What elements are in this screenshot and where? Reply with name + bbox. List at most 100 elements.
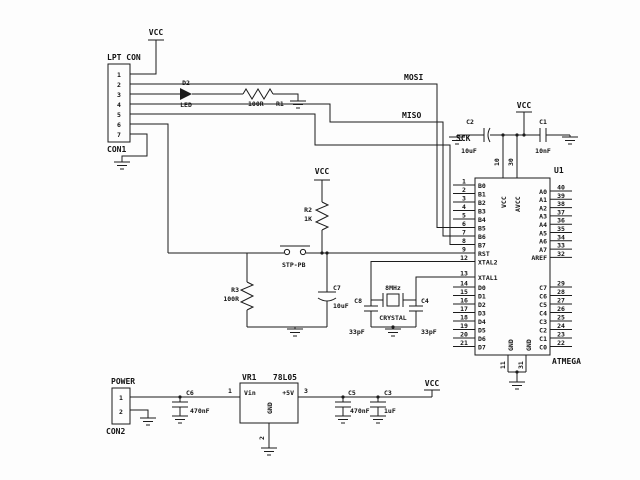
lpt-pin-number: 2 <box>117 81 121 89</box>
mcu-pin-label: A4 <box>539 221 547 229</box>
mcu-pin-label: A6 <box>539 238 547 246</box>
miso-net-label: MISO <box>402 111 421 120</box>
mcu-pin-number: 28 <box>557 288 565 296</box>
mcu-pin-label-avcc: AVCC <box>514 196 522 212</box>
mcu-pin-number: 12 <box>460 254 468 262</box>
mcu-pin-number: 22 <box>557 339 565 347</box>
mcu-pin-number: 27 <box>557 297 565 305</box>
vcc-label: VCC <box>315 167 330 176</box>
vcc-label: VCC <box>425 379 440 388</box>
mcu-pin-label: XTAL2 <box>478 258 498 266</box>
mcu-pin-label: C7 <box>539 284 547 292</box>
mcu-pin-label: C2 <box>539 326 547 334</box>
c5-refdes: C5 <box>348 389 356 397</box>
mcu-pin-number: 1 <box>462 178 466 186</box>
power-connector-pin: 2 <box>119 408 123 416</box>
c4-value: 33pF <box>421 328 437 336</box>
voltage-regulator <box>239 382 299 424</box>
ground-symbol <box>286 328 304 337</box>
mcu-pin-label: D3 <box>478 309 486 317</box>
mcu-pin-label: D0 <box>478 284 486 292</box>
power-header: POWER <box>111 377 135 386</box>
mcu-pin-number: 17 <box>460 305 468 313</box>
mcu-pin-number: 14 <box>460 280 468 288</box>
crystal-label: CRYSTAL <box>379 314 406 322</box>
mcu-pin-label: C1 <box>539 335 547 343</box>
mcu: U1 ATMEGA 1B02B13B24B35B46B57B68B79RST12… <box>453 158 581 369</box>
mcu-pin-number: 25 <box>557 314 565 322</box>
reset-circuit: VCC R2 1K STP-PB R3 100R C7 10uF <box>223 167 349 311</box>
mcu-pin-label: A0 <box>539 188 547 196</box>
r3-refdes: R3 <box>231 286 239 294</box>
mcu-pin-label: D2 <box>478 301 486 309</box>
c7-refdes: C7 <box>333 284 341 292</box>
mcu-pin-number: 40 <box>557 184 565 192</box>
ground-symbol <box>561 136 579 145</box>
ground-symbol <box>260 447 278 456</box>
ground-symbol <box>384 328 402 337</box>
resistor-r1: 100R R1 <box>242 88 284 108</box>
ground-symbol <box>369 415 387 424</box>
mcu-pin-label: B1 <box>478 190 486 198</box>
regulator-output-pin: 3 <box>304 387 308 395</box>
mcu-pin-number: 39 <box>557 192 565 200</box>
led-refdes: D2 <box>182 79 190 87</box>
mcu-pin-label: B7 <box>478 241 486 249</box>
crystal-frequency: 8MHz <box>385 284 401 292</box>
mcu-pin-label: D4 <box>478 318 486 326</box>
mcu-pin-number: 26 <box>557 305 565 313</box>
c6-value: 470nF <box>190 407 210 415</box>
mcu-pin-label: A1 <box>539 196 547 204</box>
lpt-pin-number: 1 <box>117 71 121 79</box>
mcu-pin-number: 21 <box>460 339 468 347</box>
lpt-pin-number: 5 <box>117 111 121 119</box>
mcu-pin-label-gnd: GND <box>507 339 515 351</box>
lpt-pin-number: 6 <box>117 121 121 129</box>
mcu-refdes: U1 <box>554 166 564 175</box>
mcu-left-pins: 1B02B13B24B35B46B57B68B79RST12XTAL213XTA… <box>453 178 498 351</box>
mcu-pin-number: 18 <box>460 314 468 322</box>
mcu-pin-label: RST <box>478 250 490 258</box>
r3-value: 100R <box>223 295 239 303</box>
mcu-pin-number: 19 <box>460 322 468 330</box>
ground-symbol <box>113 161 131 170</box>
lpt-connector-title: LPT CON <box>107 53 141 62</box>
pushbutton-contact <box>283 248 291 256</box>
mcu-pin-number: 3 <box>462 195 466 203</box>
c3-value: 1uF <box>384 407 396 415</box>
r2-refdes: R2 <box>304 206 312 214</box>
mcu-pin-label: AREF <box>531 254 547 262</box>
mcu-pin-number: 23 <box>557 331 565 339</box>
vcc-label: VCC <box>517 101 532 110</box>
vcc-label: VCC <box>149 28 164 37</box>
ground-symbol <box>508 381 526 390</box>
mcu-pin-label: XTAL1 <box>478 274 498 282</box>
power-supply: POWER 1 2 CON2 C6 470nF VR1 78L05 Vin +5… <box>106 373 439 440</box>
r1-refdes: R1 <box>276 100 284 108</box>
mcu-pin-number-31: 31 <box>517 361 525 369</box>
mosi-net-label: MOSI <box>404 73 423 82</box>
ground-symbol <box>171 415 189 424</box>
regulator-ground-pin: 2 <box>258 436 266 440</box>
lpt-pin-number: 3 <box>117 91 121 99</box>
mcu-pin-label: C3 <box>539 318 547 326</box>
mcu-pin-number: 6 <box>462 220 466 228</box>
lpt-connector-refdes: CON1 <box>107 145 126 154</box>
c8-value: 33pF <box>349 328 365 336</box>
c1-value: 10nF <box>535 147 551 155</box>
mcu-pin-label: B5 <box>478 224 486 232</box>
c2-refdes: C2 <box>466 118 474 126</box>
regulator-part: 78L05 <box>273 373 297 382</box>
mcu-pin-number: 38 <box>557 200 565 208</box>
led-label: LED <box>180 101 192 109</box>
mcu-pin-number: 15 <box>460 288 468 296</box>
c7-value: 10uF <box>333 302 349 310</box>
power-connector <box>111 387 131 425</box>
mcu-pin-label: B4 <box>478 216 486 224</box>
mcu-pin-number: 24 <box>557 322 565 330</box>
regulator-input-pin: 1 <box>228 387 232 395</box>
